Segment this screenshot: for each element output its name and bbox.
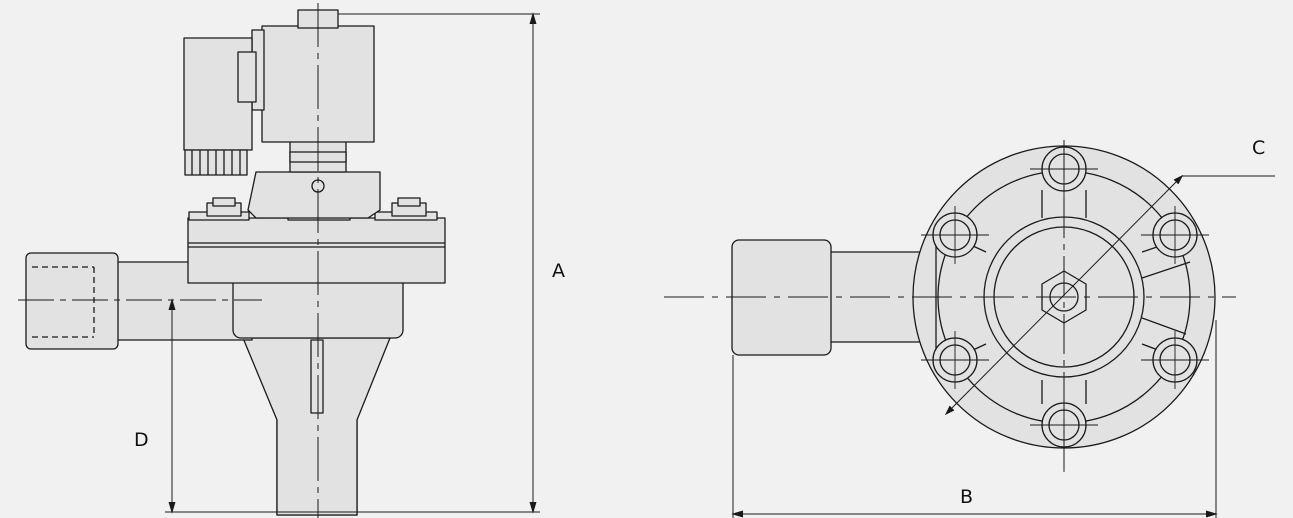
dimension-lines [18, 3, 1275, 518]
dimension-label-c: C [1252, 137, 1265, 159]
center-slot [310, 339, 324, 414]
pilot-body [247, 171, 381, 219]
side-view [25, 9, 446, 516]
inlet-nut [25, 252, 119, 350]
valve-flange [187, 217, 446, 284]
dimension-label-a: A [552, 260, 565, 282]
dimension-label-b: B [960, 486, 973, 508]
top-view [731, 140, 1216, 472]
dimension-label-d: D [134, 429, 149, 451]
inlet-thread-hidden [32, 266, 95, 338]
